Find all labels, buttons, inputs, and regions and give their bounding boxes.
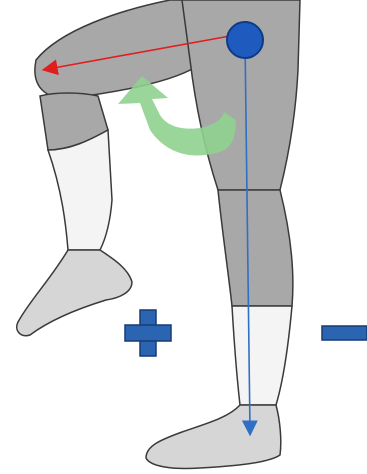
front-shin bbox=[218, 190, 293, 306]
front-sock bbox=[232, 306, 292, 405]
joint-center-marker-icon bbox=[227, 22, 263, 58]
back-thigh bbox=[35, 0, 205, 98]
plus-sign-icon bbox=[125, 310, 171, 356]
back-foot bbox=[17, 250, 132, 336]
minus-sign-icon bbox=[322, 326, 367, 340]
back-leg bbox=[17, 0, 205, 336]
front-foot bbox=[146, 405, 281, 469]
